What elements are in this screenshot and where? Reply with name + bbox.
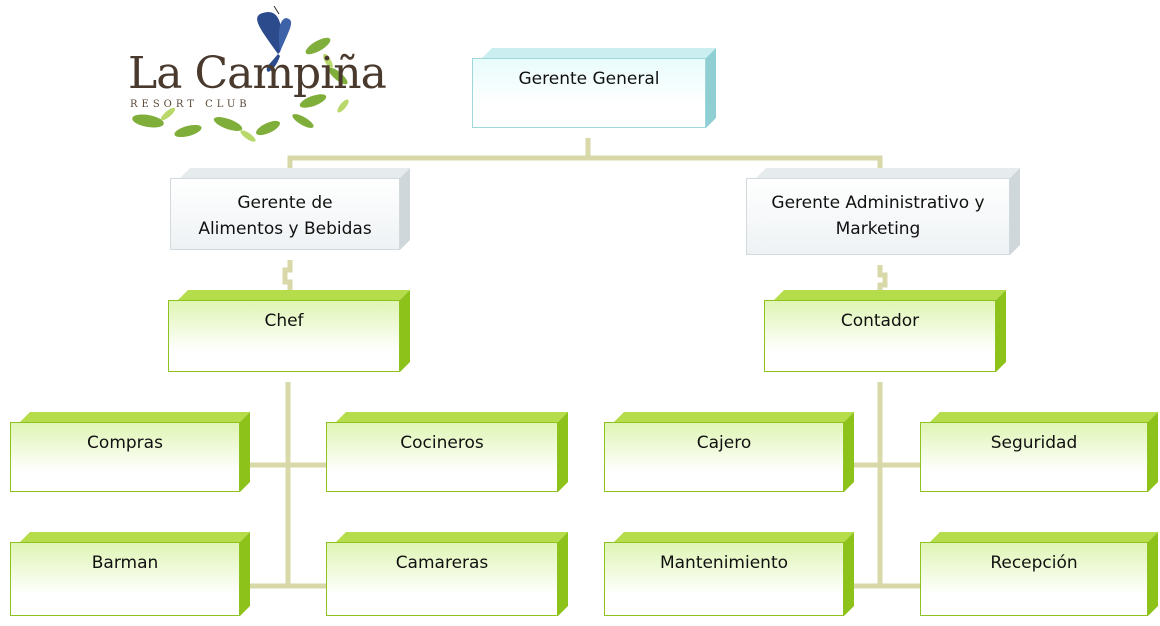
node-label: Recepción [990, 553, 1078, 573]
leaf-decoration-icon [132, 6, 349, 142]
node-label: Compras [87, 433, 163, 453]
connector-ab-chef [282, 260, 293, 300]
node-label-line1: Gerente Administrativo y [771, 193, 985, 213]
node-label: Gerente General [518, 69, 660, 89]
node-contador: Contador [764, 300, 1006, 382]
connector-adm-contador [877, 265, 888, 300]
node-recepcion: Recepción [920, 542, 1158, 626]
node-label: Seguridad [990, 433, 1078, 453]
node-cajero: Cajero [604, 422, 854, 502]
node-label: Barman [91, 553, 159, 573]
logo-subtitle: RESORT CLUB [130, 99, 251, 110]
node-seguridad: Seguridad [920, 422, 1158, 502]
node-label-line1: Gerente de [237, 193, 333, 213]
node-camareras: Camareras [326, 542, 568, 626]
node-chef: Chef [168, 300, 410, 382]
node-gerente-alimentos-bebidas: Gerente de Alimentos y Bebidas [170, 178, 410, 260]
node-label: Contador [840, 311, 920, 331]
node-label-line2: Alimentos y Bebidas [198, 219, 372, 239]
node-mantenimiento: Mantenimiento [604, 542, 854, 626]
node-compras: Compras [10, 422, 250, 502]
logo-title: La Campiña [128, 48, 387, 99]
node-label: Mantenimiento [659, 553, 789, 573]
resort-logo: La Campiña RESORT CLUB [118, 6, 387, 146]
node-label: Cocineros [400, 433, 484, 453]
node-label: Cajero [696, 433, 752, 453]
node-cocineros: Cocineros [326, 422, 568, 502]
node-gerente-administrativo: Gerente Administrativo y Marketing [746, 178, 1020, 265]
node-gerente-general: Gerente General [472, 58, 716, 138]
node-barman: Barman [10, 542, 250, 626]
node-label-line2: Marketing [835, 219, 921, 239]
node-label: Chef [264, 311, 304, 331]
node-label: Camareras [395, 553, 489, 573]
butterfly-icon [257, 6, 292, 72]
